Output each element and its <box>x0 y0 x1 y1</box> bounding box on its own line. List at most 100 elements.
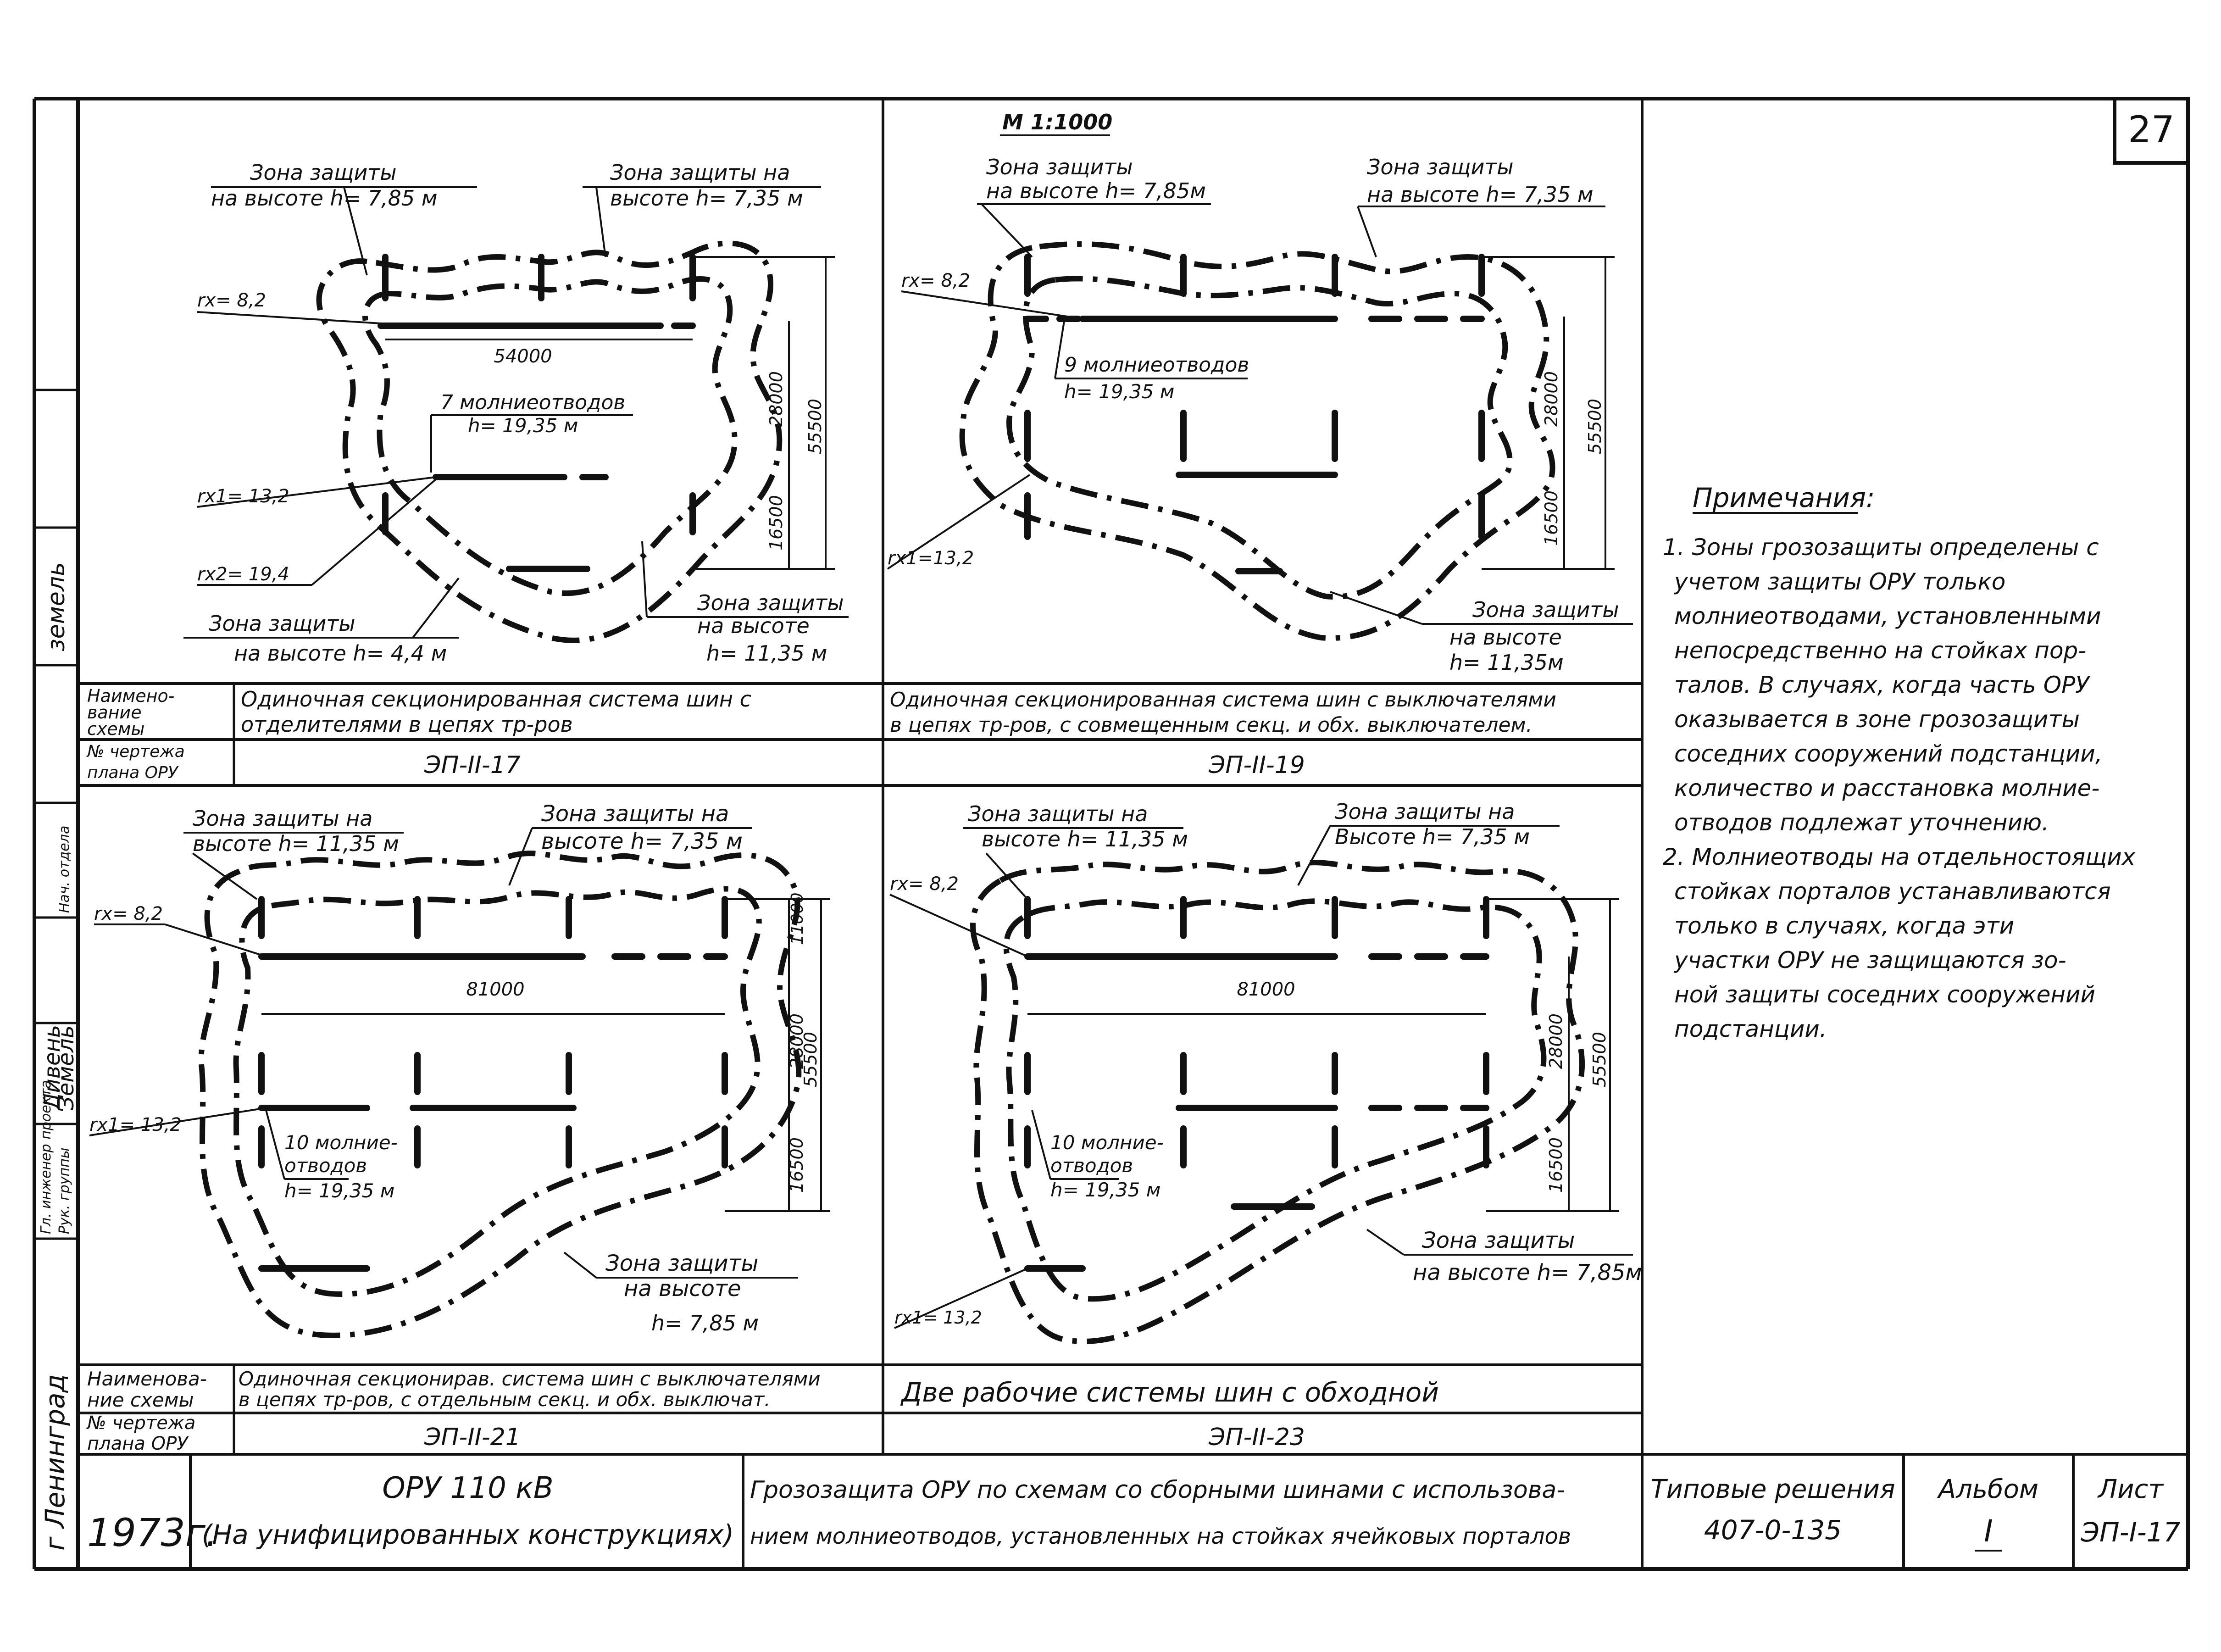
zone-label-top-right-1: Зона защиты на <box>1335 799 1515 824</box>
rx-label: rх= 8,2 <box>197 290 266 311</box>
zone-label-top-right-2: высоте h= 7,35 м <box>610 186 803 211</box>
row-drawing-label-1: № чертежа <box>86 1413 195 1434</box>
zone-label-bottom-right-3: h= 11,35 м <box>706 641 827 666</box>
zone-label-top-right-1: Зона защиты на <box>541 801 729 827</box>
zone-label-top-left-1: Зона защиты <box>250 160 397 185</box>
rx2-label: rх2= 19,4 <box>197 564 289 585</box>
dim-28000: 28000 <box>787 1013 807 1069</box>
strip-label-zemel: земель <box>43 562 70 651</box>
row-name-label-2: ние схемы <box>87 1389 194 1411</box>
album-label: Альбом <box>1937 1474 2038 1504</box>
notes-heading: Примечания: <box>1693 482 1875 513</box>
zone-label-top-left-2: на высоте h= 7,85м <box>986 178 1206 203</box>
dim-16500: 16500 <box>1541 490 1561 546</box>
note-line-6: оказывается в зоне грозозащиты <box>1674 706 2080 733</box>
rods-label-1: 9 молниеотводов <box>1064 353 1249 377</box>
row-name-label-1: Наимено- <box>87 686 174 706</box>
rods-label-3: h= 19,35 м <box>1050 1179 1160 1201</box>
note-line-7: соседних сооружений подстанции, <box>1674 740 2103 767</box>
note-line-15: подстанции. <box>1674 1016 1827 1042</box>
scheme-name-17-2: отделителями в цепях тр-ров <box>241 712 573 737</box>
zone-label-top-left-1: Зона защиты <box>986 155 1133 179</box>
protection-zone-outer <box>198 851 802 1338</box>
row-drawing-label-2: плана ОРУ <box>87 1433 189 1454</box>
object-subtitle: (На унифицированных конструкциях) <box>202 1519 734 1550</box>
sheet-label: Лист <box>2097 1474 2164 1504</box>
dim-width: 81000 <box>466 979 524 1000</box>
dim-28000: 28000 <box>1541 371 1561 427</box>
left-strip-labels: г Ленинград земель Дивень Земель Гл. инж… <box>38 562 79 1551</box>
strip-label-zemel-2: Земель <box>53 1025 79 1110</box>
dim-11000: 11000 <box>788 892 807 945</box>
rx1-label: rх1= 13,2 <box>894 1307 982 1328</box>
mid-scheme-table: Наимено- вание схемы № чертежа плана ОРУ… <box>86 686 1556 782</box>
zone-label-top-left-1: Зона защиты на <box>193 806 372 831</box>
dim-16500: 16500 <box>787 1137 807 1193</box>
zone-label-top-left-2: высоте h= 11,35 м <box>982 827 1188 851</box>
protection-zone-inner <box>362 276 738 596</box>
bottom-scheme-table: Наименова- ние схемы № чертежа плана ОРУ… <box>86 1368 1439 1454</box>
note-line-3: молниеотводами, установленными <box>1674 603 2101 629</box>
notes-block: Примечания: 1. Зоны грозозащиты определе… <box>1663 482 2136 1042</box>
rx1-label: rх1= 13,2 <box>89 1114 182 1135</box>
rx1-label: rх1= 13,2 <box>197 486 289 507</box>
note-line-2: учетом защиты ОРУ только <box>1673 568 2005 595</box>
row-drawing-label-1: № чертежа <box>86 742 185 761</box>
series-value: 407-0-135 <box>1704 1514 1842 1546</box>
zone-label-top-right-2: Высоте h= 7,35 м <box>1335 824 1530 849</box>
city-label: г Ленинград <box>39 1374 71 1551</box>
note-line-11: стойках порталов устанавливаются <box>1674 878 2111 905</box>
rx1-label: rх1=13,2 <box>888 548 974 569</box>
zone-label-top-left-2: высоте h= 11,35 м <box>193 831 399 856</box>
dim-55500: 55500 <box>1589 1032 1610 1087</box>
scale-label: М 1:1000 <box>1002 110 1112 134</box>
zone-label-bottom-left-2: на высоте h= 4,4 м <box>234 641 447 666</box>
zone-label-bottom-right-1: Зона защиты <box>1472 597 1619 622</box>
protection-zone-inner <box>1003 898 1547 1302</box>
sheet-frame <box>33 97 2190 1571</box>
description-1: Грозозащита ОРУ по схемам со сборными ши… <box>750 1476 1565 1504</box>
description-2: нием молниеотводов, установленных на сто… <box>750 1524 1571 1549</box>
zone-label-top-right-1: Зона защиты на <box>610 160 790 185</box>
rods-label-2: отводов <box>1050 1154 1133 1177</box>
row-drawing-label-2: плана ОРУ <box>87 763 179 782</box>
plan-ep-19: 28000 55500 16500 Зона защиты на высоте … <box>887 155 1633 675</box>
dim-16500: 16500 <box>1546 1137 1566 1193</box>
dim-28000: 28000 <box>766 371 786 427</box>
note-line-10: 2. Молниеотводы на отдельностоящих <box>1663 844 2136 870</box>
scheme-name-21-1: Одиночная секционирав. система шин с вык… <box>239 1368 821 1390</box>
album-value: I <box>1984 1513 1993 1549</box>
zone-label-bottom-left-1: Зона защиты <box>209 611 355 636</box>
zone-label-bottom-right-1: Зона защиты <box>697 590 844 615</box>
dim-16500: 16500 <box>766 495 786 551</box>
plan-ep-17: 54000 28000 55500 16500 Зона защиты на в… <box>183 160 849 666</box>
scheme-name-21-2: в цепях тр-ров, с отдельным секц. и обх.… <box>239 1388 771 1411</box>
dim-28000: 28000 <box>1546 1013 1566 1069</box>
zone-label-top-left-1: Зона защиты на <box>968 801 1148 826</box>
rods-label-3: h= 19,35 м <box>284 1179 394 1202</box>
plan-ep-21: 81000 11000 28000 55500 16500 Зона защит… <box>89 801 830 1338</box>
zone-label-top-right-1: Зона защиты <box>1367 155 1514 179</box>
protection-zone-outer <box>959 241 1555 641</box>
scheme-name-19-2: в цепях тр-ров, с совмещенным секц. и об… <box>890 713 1532 737</box>
dim-55500: 55500 <box>1585 399 1605 454</box>
rods-label-2: отводов <box>284 1154 367 1177</box>
scheme-code-21: ЭП-II-21 <box>424 1424 521 1451</box>
dim-width: 81000 <box>1237 979 1295 1000</box>
note-line-14: ной защиты соседних сооружений <box>1674 981 2095 1008</box>
row-name-label-2: вание <box>87 702 142 723</box>
zone-label-top-right-2: на высоте h= 7,35 м <box>1367 182 1594 207</box>
note-line-1: 1. Зоны грозозащиты определены с <box>1663 534 2099 561</box>
dim-width: 54000 <box>494 346 552 367</box>
zone-label-bottom-2: на высоте <box>624 1276 741 1302</box>
plan-ep-23: 81000 28000 55500 16500 Зона защиты на в… <box>889 799 1642 1344</box>
sheet-value: ЭП-I-17 <box>2081 1517 2181 1548</box>
rx-label: rх= 8,2 <box>901 270 970 291</box>
rx-label: rх= 8,2 <box>890 873 959 895</box>
rods-label-1: 10 молние- <box>1050 1131 1164 1154</box>
strip-label-chief-engineer: Гл. инженер проекта <box>38 1080 54 1234</box>
scheme-code-23: ЭП-II-23 <box>1208 1424 1305 1451</box>
series-label: Типовые решения <box>1650 1474 1895 1504</box>
note-line-9: отводов подлежат уточнению. <box>1674 809 2049 836</box>
zone-label-bottom-right-1: Зона защиты <box>1422 1228 1575 1253</box>
